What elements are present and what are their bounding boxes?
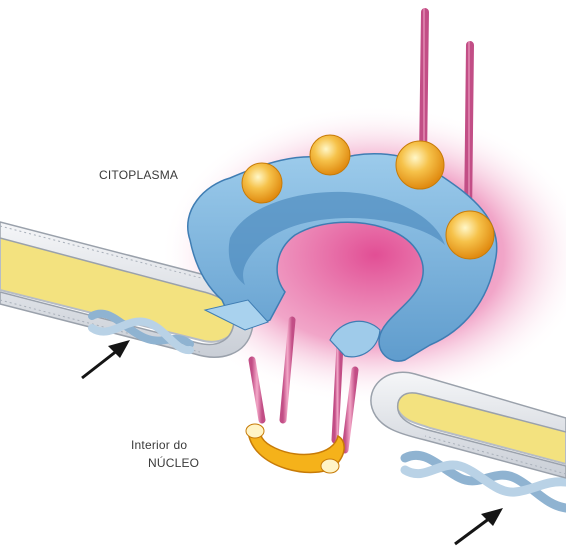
nuclear-basket-ring <box>246 424 344 473</box>
arrow-icon <box>82 340 130 378</box>
nucleus-label-line1: Interior do <box>131 437 187 453</box>
arrow-icon <box>455 508 503 544</box>
nucleus-label-line2: NÚCLEO <box>148 455 199 471</box>
cytoplasm-label: CITOPLASMA <box>99 167 178 183</box>
